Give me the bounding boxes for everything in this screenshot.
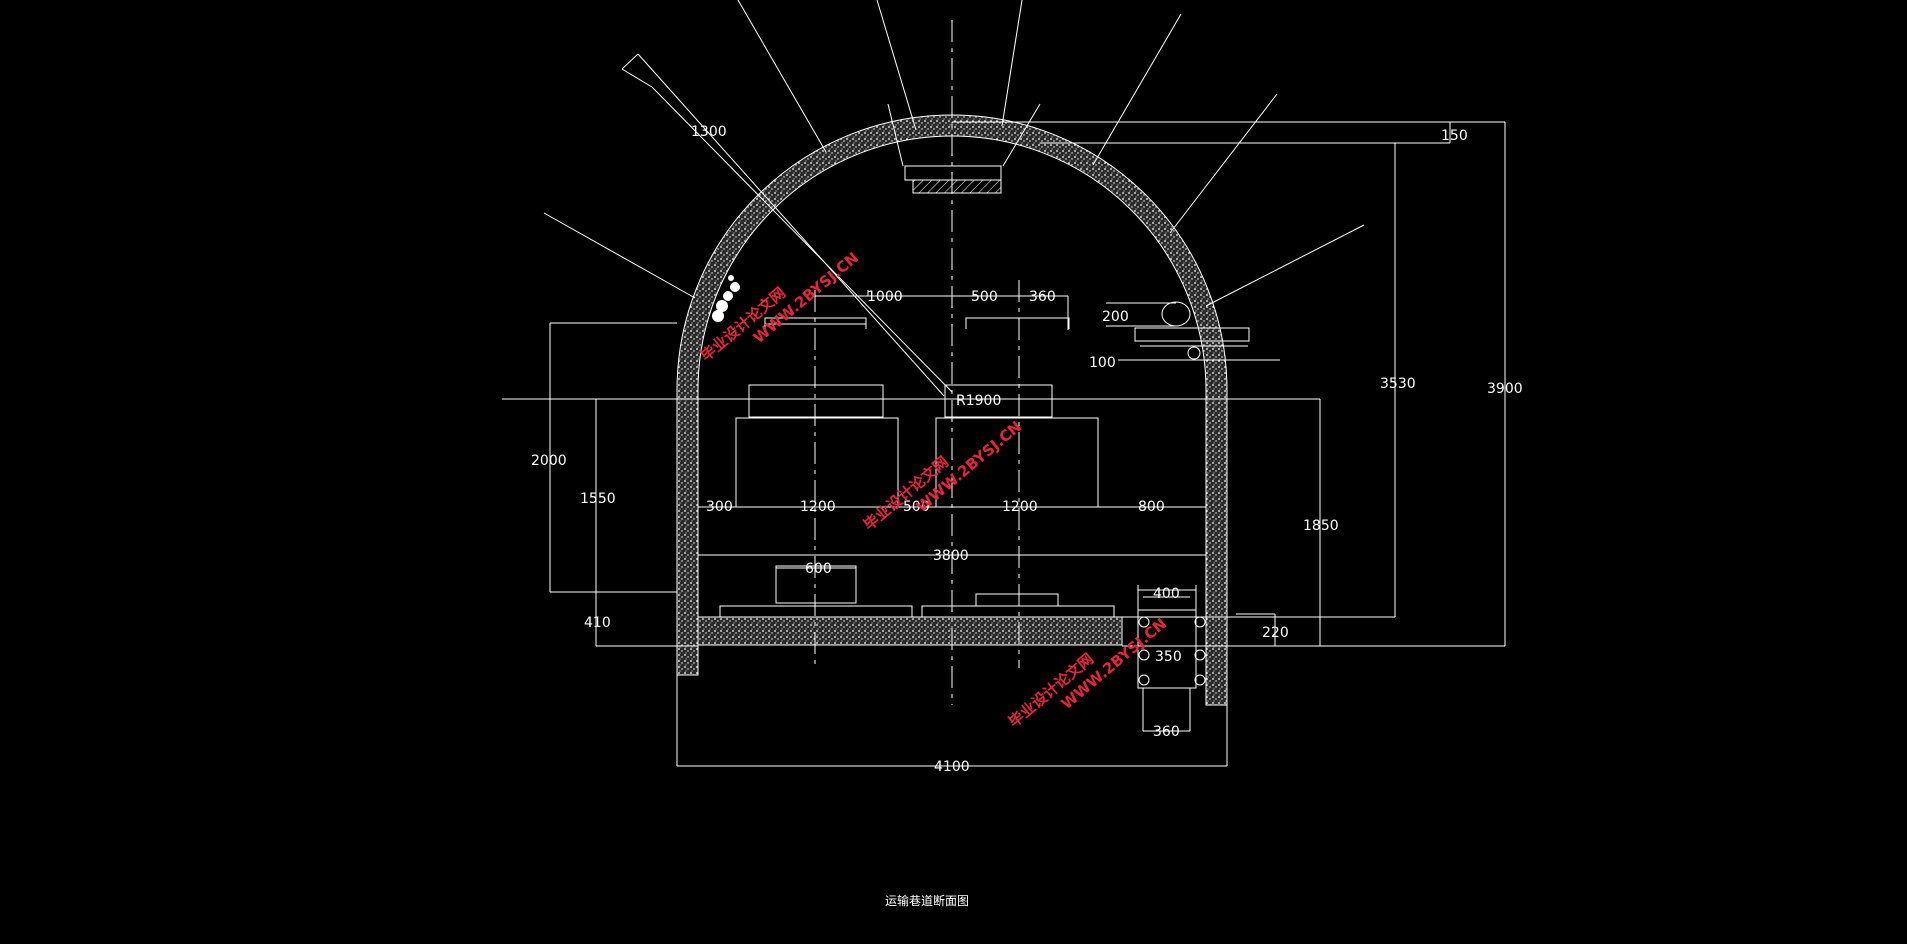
dim-400: 400: [1153, 586, 1180, 602]
track: [719, 565, 1115, 618]
centerlines: [814, 20, 1020, 705]
dim-3530: 3530: [1380, 376, 1416, 392]
dim-1850: 1850: [1303, 518, 1339, 534]
dim-410: 410: [584, 615, 611, 631]
radius-label: R1900: [956, 393, 1001, 409]
anchor-bolts: [543, 0, 1365, 397]
dim-mid-span-2: 1200: [800, 499, 836, 515]
dim-1550: 1550: [580, 491, 616, 507]
cables: [1106, 301, 1280, 361]
dim-3900: 3900: [1487, 381, 1523, 397]
drawing-title: 运输巷道断面图: [885, 893, 969, 908]
dim-200: 200: [1102, 309, 1129, 325]
dim-150: 150: [1441, 128, 1468, 144]
dim-top-span-3: 360: [1029, 289, 1056, 305]
dim-100: 100: [1089, 355, 1116, 371]
dim-350: 350: [1155, 649, 1182, 665]
dimension-labels: 150 1300 3900 3530 2000 1550 1850 410 22…: [531, 124, 1523, 775]
dim-3800: 3800: [933, 548, 969, 564]
dim-top-span-2: 500: [971, 289, 998, 305]
dim-top-span-1: 1000: [867, 289, 903, 305]
dim-360-bottom: 360: [1153, 724, 1180, 740]
dimension-lines: [502, 121, 1506, 767]
cable-bundle-left: [712, 275, 740, 322]
dim-mid-span-5: 800: [1138, 499, 1165, 515]
dim-mid-span-1: 300: [706, 499, 733, 515]
dim-mid-span-3: 500: [903, 499, 930, 515]
dim-600: 600: [805, 561, 832, 577]
dim-1300: 1300: [691, 124, 727, 140]
roof-lamp: [887, 103, 1041, 194]
watermarks: 毕业设计论文网 WWW.2BYSJ.CN 毕业设计论文网 WWW.2BYSJ.C…: [697, 249, 1170, 732]
dim-220: 220: [1262, 625, 1289, 641]
dim-mid-span-4: 1200: [1002, 499, 1038, 515]
floor-slab: [697, 616, 1123, 646]
dim-2000: 2000: [531, 453, 567, 469]
dim-4100: 4100: [934, 759, 970, 775]
mine-cars: [735, 317, 1099, 507]
